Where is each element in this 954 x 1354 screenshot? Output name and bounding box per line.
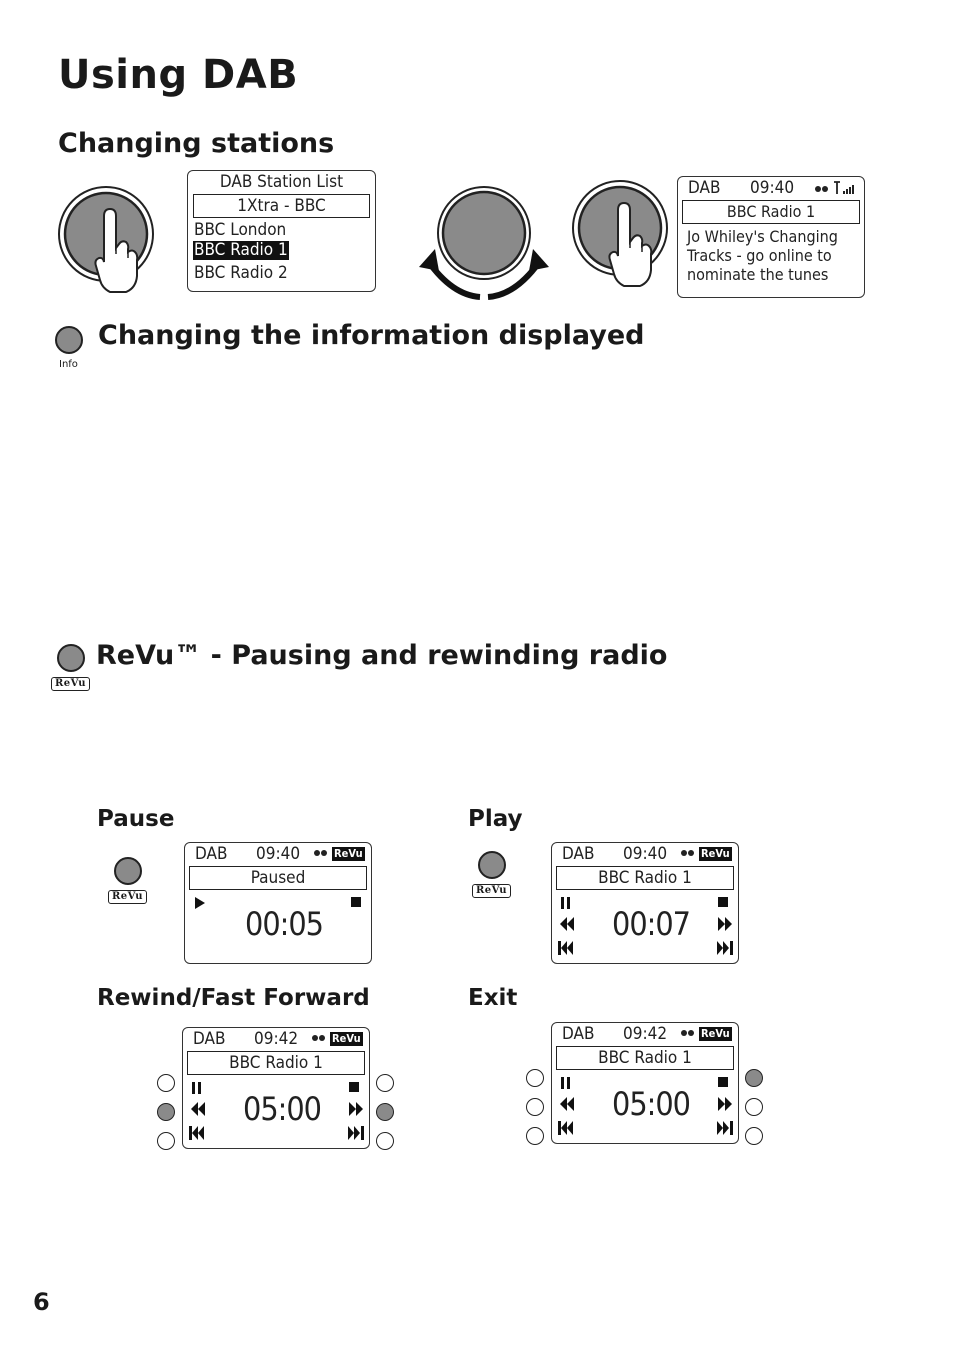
stereo-icon xyxy=(312,1035,325,1041)
revu-button-label: ReVu xyxy=(108,890,148,904)
source-label: DAB xyxy=(193,1029,226,1049)
revu-button[interactable] xyxy=(478,851,506,879)
page-number: 6 xyxy=(33,1288,50,1316)
side-button-right-top[interactable] xyxy=(745,1069,763,1087)
dls-text-line: Tracks - go online to xyxy=(687,246,832,265)
stop-icon xyxy=(718,1077,728,1087)
stereo-icon xyxy=(681,1030,694,1036)
rotate-arrows-icon xyxy=(419,186,549,300)
step-label-exit: Exit xyxy=(468,985,518,1011)
side-button-right-bottom[interactable] xyxy=(745,1127,763,1145)
pause-icon xyxy=(192,1082,201,1094)
exit-display: DAB 09:42 ReVu BBC Radio 1 05:00 xyxy=(551,1022,739,1144)
pause-display: DAB 09:40 ReVu Paused 00:05 xyxy=(184,842,372,964)
side-button-left-bottom[interactable] xyxy=(526,1127,544,1145)
now-playing-display: DAB 09:40 BBC Radio 1 Jo Whiley's Changi… xyxy=(677,176,865,298)
side-button-left-bottom[interactable] xyxy=(157,1132,175,1150)
fast-forward-icon xyxy=(718,1097,732,1111)
section-heading-changing-stations: Changing stations xyxy=(58,128,335,159)
info-button-label: Info xyxy=(59,359,78,370)
station-name-box: BBC Radio 1 xyxy=(556,866,734,890)
skip-back-icon xyxy=(189,1126,204,1140)
fast-forward-icon xyxy=(718,917,732,931)
clock: 09:40 xyxy=(750,178,795,198)
revu-button-label: ReVu xyxy=(51,677,91,691)
fast-forward-icon xyxy=(349,1102,363,1116)
section-heading-changing-info: Changing the information displayed xyxy=(98,320,645,351)
source-label: DAB xyxy=(195,844,228,864)
clock: 09:42 xyxy=(623,1024,668,1044)
display-header: DAB Station List xyxy=(219,172,344,192)
revu-badge: ReVu xyxy=(332,847,365,861)
side-button-left-middle[interactable] xyxy=(526,1098,544,1116)
clock: 09:40 xyxy=(256,844,301,864)
skip-forward-icon xyxy=(717,1121,733,1135)
status-box: Paused xyxy=(189,866,367,890)
revu-button[interactable] xyxy=(57,644,85,672)
step-label-play: Play xyxy=(468,806,523,832)
revu-badge: ReVu xyxy=(699,847,732,861)
stop-icon xyxy=(349,1082,359,1092)
step-label-pause: Pause xyxy=(97,806,175,832)
revu-button-label: ReVu xyxy=(472,884,512,898)
side-button-right-top[interactable] xyxy=(376,1074,394,1092)
dls-text-line: nominate the tunes xyxy=(687,265,829,284)
play-icon xyxy=(195,897,205,909)
source-label: DAB xyxy=(688,178,721,198)
revu-counter: 05:00 xyxy=(612,1085,691,1123)
side-button-left-top[interactable] xyxy=(157,1074,175,1092)
station-name-box: BBC Radio 1 xyxy=(556,1046,734,1070)
stereo-icon xyxy=(314,850,327,856)
signal-strength-icon xyxy=(815,181,854,194)
station-item: BBC Radio 2 xyxy=(194,263,288,283)
clock: 09:40 xyxy=(623,844,668,864)
selected-station-box: 1Xtra - BBC xyxy=(193,194,370,218)
stop-icon xyxy=(718,897,728,907)
info-button[interactable] xyxy=(55,326,83,354)
station-item: BBC London xyxy=(194,220,287,240)
source-label: DAB xyxy=(562,844,595,864)
skip-forward-icon xyxy=(348,1126,364,1140)
side-button-right-middle[interactable] xyxy=(745,1098,763,1116)
source-label: DAB xyxy=(562,1024,595,1044)
revu-counter: 05:00 xyxy=(243,1090,322,1128)
revu-badge: ReVu xyxy=(330,1032,363,1046)
side-button-right-middle[interactable] xyxy=(376,1103,394,1121)
revu-counter: 00:05 xyxy=(245,905,324,943)
station-item-highlighted: BBC Radio 1 xyxy=(193,240,289,260)
stop-icon xyxy=(351,897,361,907)
knob-press-icon xyxy=(58,186,154,293)
rewind-icon xyxy=(560,917,574,931)
play-display: DAB 09:40 ReVu BBC Radio 1 00:07 xyxy=(551,842,739,964)
revu-counter: 00:07 xyxy=(612,905,691,943)
clock: 09:42 xyxy=(254,1029,299,1049)
rewind-icon xyxy=(191,1102,205,1116)
rewind-display: DAB 09:42 ReVu BBC Radio 1 05:00 xyxy=(182,1027,370,1149)
station-name-box: BBC Radio 1 xyxy=(682,200,860,224)
revu-button[interactable] xyxy=(114,857,142,885)
skip-back-icon xyxy=(558,1121,573,1135)
pause-icon xyxy=(561,1077,570,1089)
page-title: Using DAB xyxy=(58,52,299,98)
skip-back-icon xyxy=(558,941,573,955)
rewind-icon xyxy=(560,1097,574,1111)
section-heading-revu: ReVu™ - Pausing and rewinding radio xyxy=(96,640,668,671)
side-button-right-bottom[interactable] xyxy=(376,1132,394,1150)
dls-text-line: Jo Whiley's Changing xyxy=(687,227,838,246)
side-button-left-middle[interactable] xyxy=(157,1103,175,1121)
pause-icon xyxy=(561,897,570,909)
revu-badge: ReVu xyxy=(699,1027,732,1041)
station-list-display: DAB Station List 1Xtra - BBC BBC London … xyxy=(187,170,376,292)
stereo-icon xyxy=(681,850,694,856)
skip-forward-icon xyxy=(717,941,733,955)
side-button-left-top[interactable] xyxy=(526,1069,544,1087)
knob-press-icon xyxy=(572,180,668,287)
step-label-rewind: Rewind/Fast Forward xyxy=(97,985,370,1011)
station-name-box: BBC Radio 1 xyxy=(187,1051,365,1075)
